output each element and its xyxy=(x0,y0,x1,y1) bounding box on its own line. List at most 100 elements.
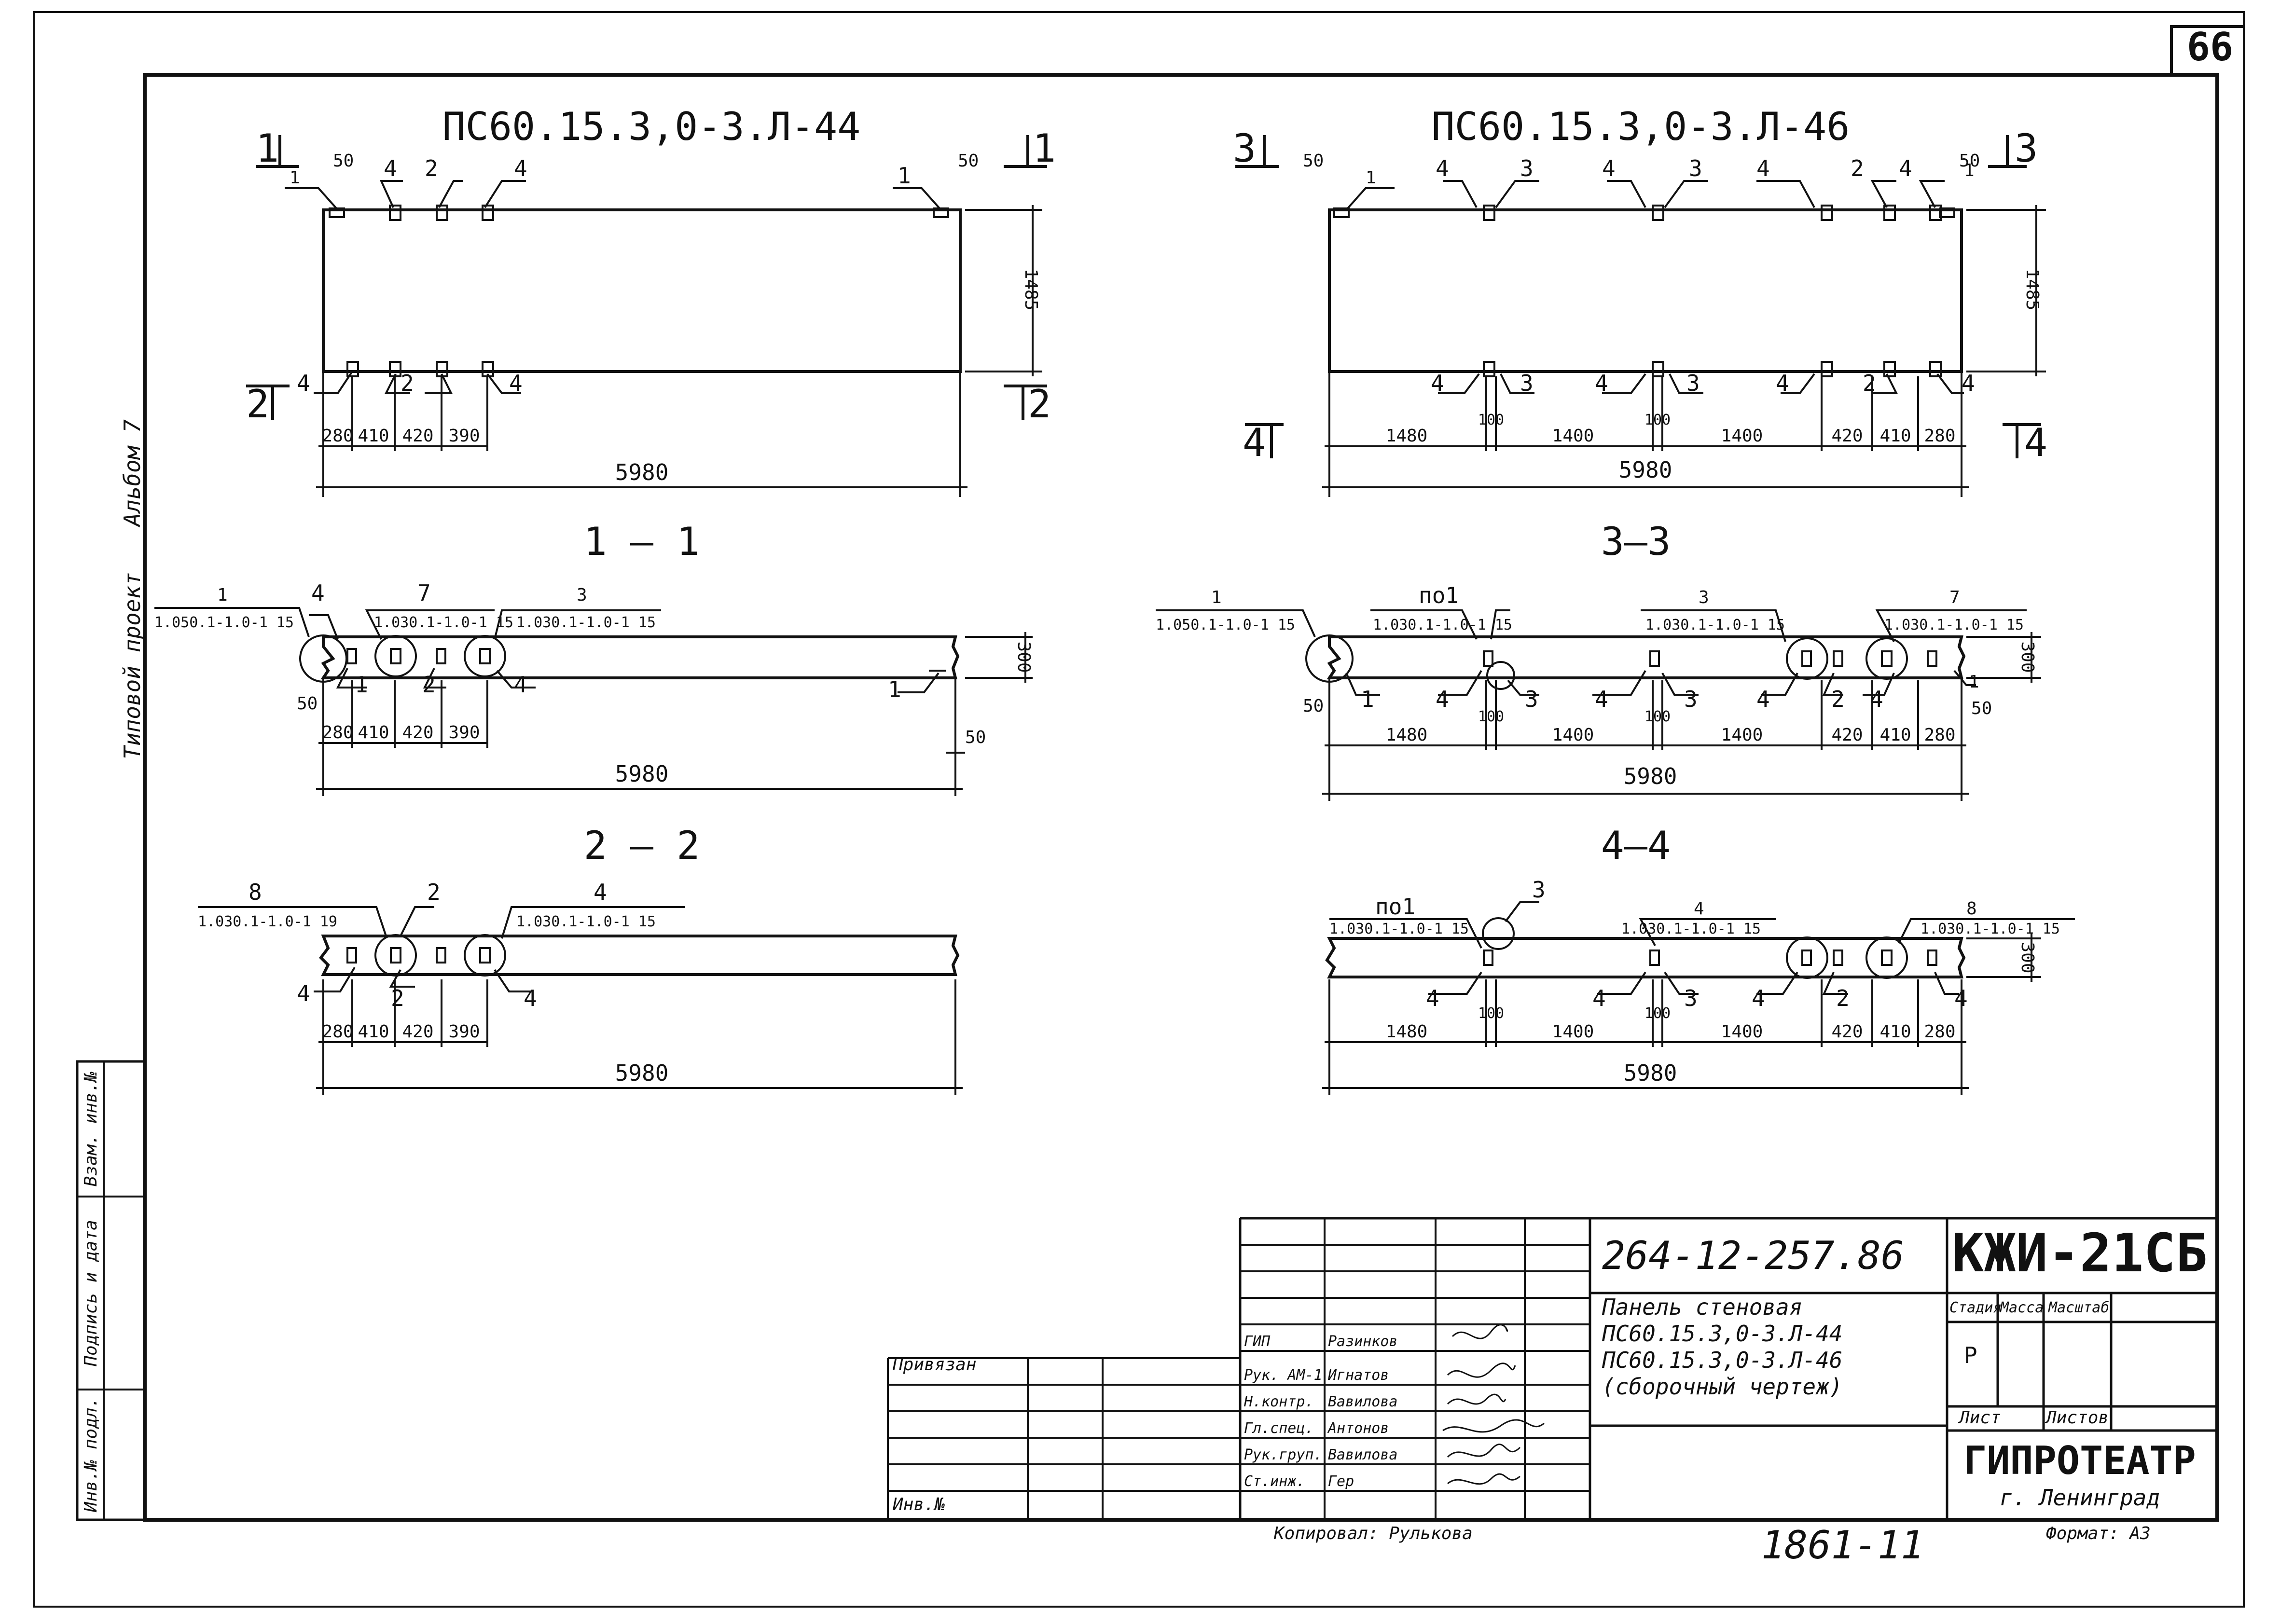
pos-label: 8 xyxy=(1966,899,1977,919)
pos-label: 2 xyxy=(1851,155,1864,181)
total-dim: 5980 xyxy=(1624,1060,1677,1086)
pos-label: 3 xyxy=(1525,686,1538,712)
pos-label: 4 xyxy=(509,370,523,396)
pos-label: 1 xyxy=(290,168,300,188)
pos-label: 4 xyxy=(297,980,310,1006)
dim: 410 xyxy=(358,1022,389,1042)
album-label: Альбом 7 xyxy=(119,419,145,528)
pos-label: 4 xyxy=(297,370,310,396)
code-label: 1.030.1-1.0-1 15 xyxy=(374,614,513,631)
stamp-vzam-inv: Взам. инв.№ xyxy=(81,1072,101,1186)
pos-label: 3 xyxy=(1686,370,1700,396)
dim: 100 xyxy=(1644,1005,1671,1022)
pos-label: 4 xyxy=(1602,155,1616,181)
inv-label: Инв.№ xyxy=(892,1495,945,1514)
height-dim: 1485 xyxy=(1021,269,1041,311)
dim: 100 xyxy=(1478,708,1504,725)
pos-label: 3 xyxy=(1520,155,1534,181)
pos-label: по1 xyxy=(1419,582,1459,608)
panel-outline xyxy=(322,208,962,373)
pos-label: 1 xyxy=(1211,588,1222,607)
height-dim: 1485 xyxy=(2022,269,2042,311)
edge-dim: 50 xyxy=(1959,151,1980,171)
pos-label: 3 xyxy=(1699,588,1709,607)
dim: 420 xyxy=(1831,426,1863,446)
copied-by: Копировал: Рулькова xyxy=(1273,1524,1473,1543)
section-1-1: 1 — 1 1 4 7 3 1.050.1-1.0-1 15 1.030.1-1… xyxy=(154,519,1034,796)
dim: 420 xyxy=(402,1022,433,1042)
sign-role: Рук.груп. xyxy=(1244,1446,1323,1463)
stamp-signature-date: Подпись и дата xyxy=(81,1220,101,1366)
dim: 410 xyxy=(1879,725,1911,745)
pos-label: 2 xyxy=(391,985,404,1011)
pos-label: 8 xyxy=(249,879,262,905)
total-dim: 5980 xyxy=(615,761,669,787)
cut-mark: 1 xyxy=(1033,126,1056,171)
stage-label: Стадия xyxy=(1949,1299,2002,1316)
cut-mark: 2 xyxy=(246,382,269,427)
sign-role: Рук. АМ-1 xyxy=(1244,1367,1323,1384)
dim: 420 xyxy=(1831,725,1863,745)
sign-role: Н.контр. xyxy=(1244,1393,1314,1410)
pos-label: 3 xyxy=(1689,155,1702,181)
sheets-label: Листов xyxy=(2045,1408,2109,1428)
total-dim: 5980 xyxy=(1624,763,1677,789)
edge-dim: 50 xyxy=(297,694,318,714)
doc-name-line: ПС60.15.3,0-3.Л-44 xyxy=(1602,1321,1843,1347)
panel-outline xyxy=(1328,208,1963,373)
total-dim: 5980 xyxy=(615,1060,669,1086)
panel-section xyxy=(1327,635,1966,679)
order-number: 1861-11 xyxy=(1761,1523,1924,1568)
dim: 1480 xyxy=(1386,725,1428,745)
dim: 1480 xyxy=(1386,1022,1428,1042)
pos-label: 4 xyxy=(1426,985,1439,1011)
pos-label: 4 xyxy=(1694,899,1704,919)
pos-label: 4 xyxy=(1752,985,1765,1011)
sign-name: Гер xyxy=(1328,1473,1354,1490)
dim: 1400 xyxy=(1552,1022,1594,1042)
dim: 420 xyxy=(1831,1022,1863,1042)
dim: 410 xyxy=(358,723,389,743)
height-dim: 300 xyxy=(2017,942,2037,973)
sign-name: Вавилова xyxy=(1328,1446,1398,1463)
doc-code: КЖИ-21СБ xyxy=(1952,1222,2208,1284)
code-label: 1.030.1-1.0-1 15 xyxy=(1921,921,2060,937)
code-label: 1.030.1-1.0-1 15 xyxy=(516,614,656,631)
stage-value: Р xyxy=(1964,1342,1977,1368)
pos-label: 4 xyxy=(1436,155,1449,181)
page-number-box xyxy=(2170,25,2244,75)
pos-label: 1 xyxy=(217,585,228,605)
code-label: 1.030.1-1.0-1 15 xyxy=(1373,617,1512,633)
code-label: 1.030.1-1.0-1 19 xyxy=(198,913,337,930)
dim: 280 xyxy=(1924,725,1955,745)
project-label: Типовой проект xyxy=(119,572,145,759)
section-title: 4—4 xyxy=(1601,823,1671,868)
org-name: ГИПРОТЕАТР xyxy=(1963,1438,2196,1483)
pos-label: 4 xyxy=(311,580,325,606)
dim: 1400 xyxy=(1721,426,1763,446)
pos-label: 2 xyxy=(422,672,436,698)
edge-dim: 50 xyxy=(333,151,354,171)
code-label: 1.030.1-1.0-1 15 xyxy=(1621,921,1761,937)
doc-name-line: Панель стеновая xyxy=(1602,1294,1802,1320)
pos-label: 4 xyxy=(384,155,397,181)
height-dim: 300 xyxy=(1014,641,1034,673)
code-label: 1.030.1-1.0-1 15 xyxy=(1329,921,1469,937)
pos-label: 4 xyxy=(514,672,527,698)
dim: 100 xyxy=(1478,1005,1504,1022)
doc-name-line: ПС60.15.3,0-3.Л-46 xyxy=(1602,1347,1843,1373)
sign-role: ГИП xyxy=(1244,1333,1271,1350)
page-number: 66 xyxy=(2187,25,2233,69)
pos-label: 4 xyxy=(1756,686,1770,712)
plan-left-title: ПС60.15.3,0-3.Л-44 xyxy=(442,104,861,149)
pos-label: 4 xyxy=(1899,155,1912,181)
inner-frame xyxy=(143,73,2219,1522)
dim: 100 xyxy=(1644,412,1671,428)
sign-role: Гл.спец. xyxy=(1244,1420,1314,1437)
section-title: 2 — 2 xyxy=(584,823,700,868)
paper-format: Формат: А3 xyxy=(2046,1524,2151,1543)
dim: 410 xyxy=(358,426,389,446)
section-4-4: 4—4 по1 3 4 8 1.030.1-1.0-1 15 1.030.1-1… xyxy=(1322,823,2075,1095)
section-title: 3—3 xyxy=(1601,519,1671,564)
